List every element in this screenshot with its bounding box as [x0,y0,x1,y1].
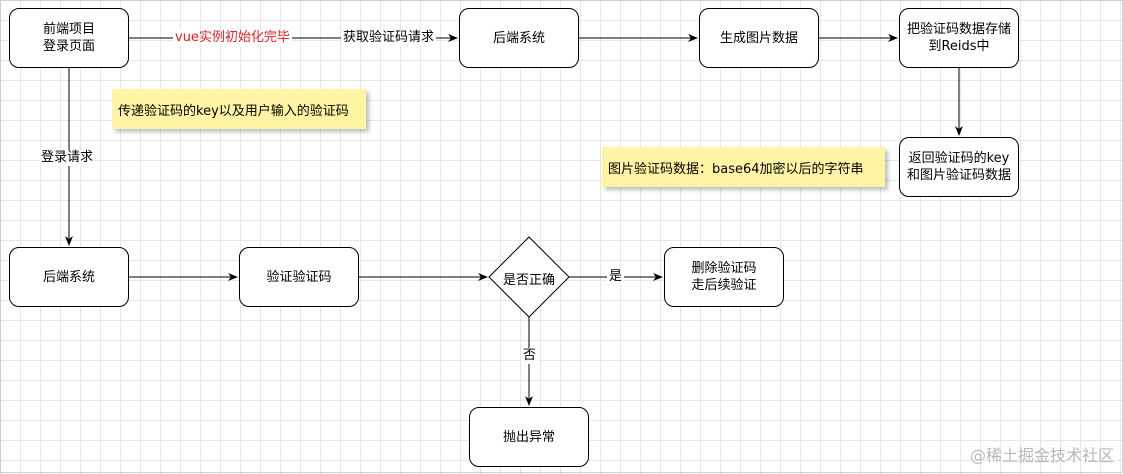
edge-label-get-captcha: 获取验证码请求 [341,30,437,46]
node-generate-image-data-label: 生成图片数据 [719,30,798,46]
node-throw-exception-label: 抛出异常 [502,429,555,445]
node-verify-captcha[interactable]: 验证验证码 [239,247,359,307]
decision-diamond [488,236,570,318]
node-verify-captcha-label: 验证验证码 [266,269,332,285]
edge-label-login-request: 登录请求 [39,150,96,166]
node-return-captcha-key-label: 返回验证码的key 和图片验证码数据 [906,151,1011,183]
node-backend-system-bottom-label: 后端系统 [42,269,95,285]
watermark: @稀土掘金技术社区 [969,446,1114,465]
node-delete-captcha[interactable]: 删除验证码 走后续验证 [664,247,784,307]
decision-label: 是否正确 [502,273,555,288]
edge-label-yes: 是 [607,269,625,285]
node-return-captcha-key[interactable]: 返回验证码的key 和图片验证码数据 [899,137,1019,197]
edge-label-vue-init: vue实例初始化完毕 [173,30,292,46]
node-store-to-redis[interactable]: 把验证码数据存储 到Reids中 [899,8,1019,68]
edge-label-no: 否 [521,348,539,364]
node-backend-system-bottom[interactable]: 后端系统 [9,247,129,307]
node-frontend-login-page[interactable]: 前端项目 登录页面 [9,8,129,68]
node-store-to-redis-label: 把验证码数据存储 到Reids中 [906,22,1011,54]
node-backend-system-top[interactable]: 后端系统 [459,8,579,68]
node-backend-system-top-label: 后端系统 [492,30,545,46]
node-generate-image-data[interactable]: 生成图片数据 [699,8,819,68]
node-delete-captcha-label: 删除验证码 走后续验证 [691,261,757,293]
node-throw-exception[interactable]: 抛出异常 [469,407,589,467]
note-base64: 图片验证码数据：base64加密以后的字符串 [602,147,885,187]
note-pass-key: 传递验证码的key以及用户输入的验证码 [112,89,366,129]
node-frontend-login-page-label: 前端项目 登录页面 [42,22,95,54]
